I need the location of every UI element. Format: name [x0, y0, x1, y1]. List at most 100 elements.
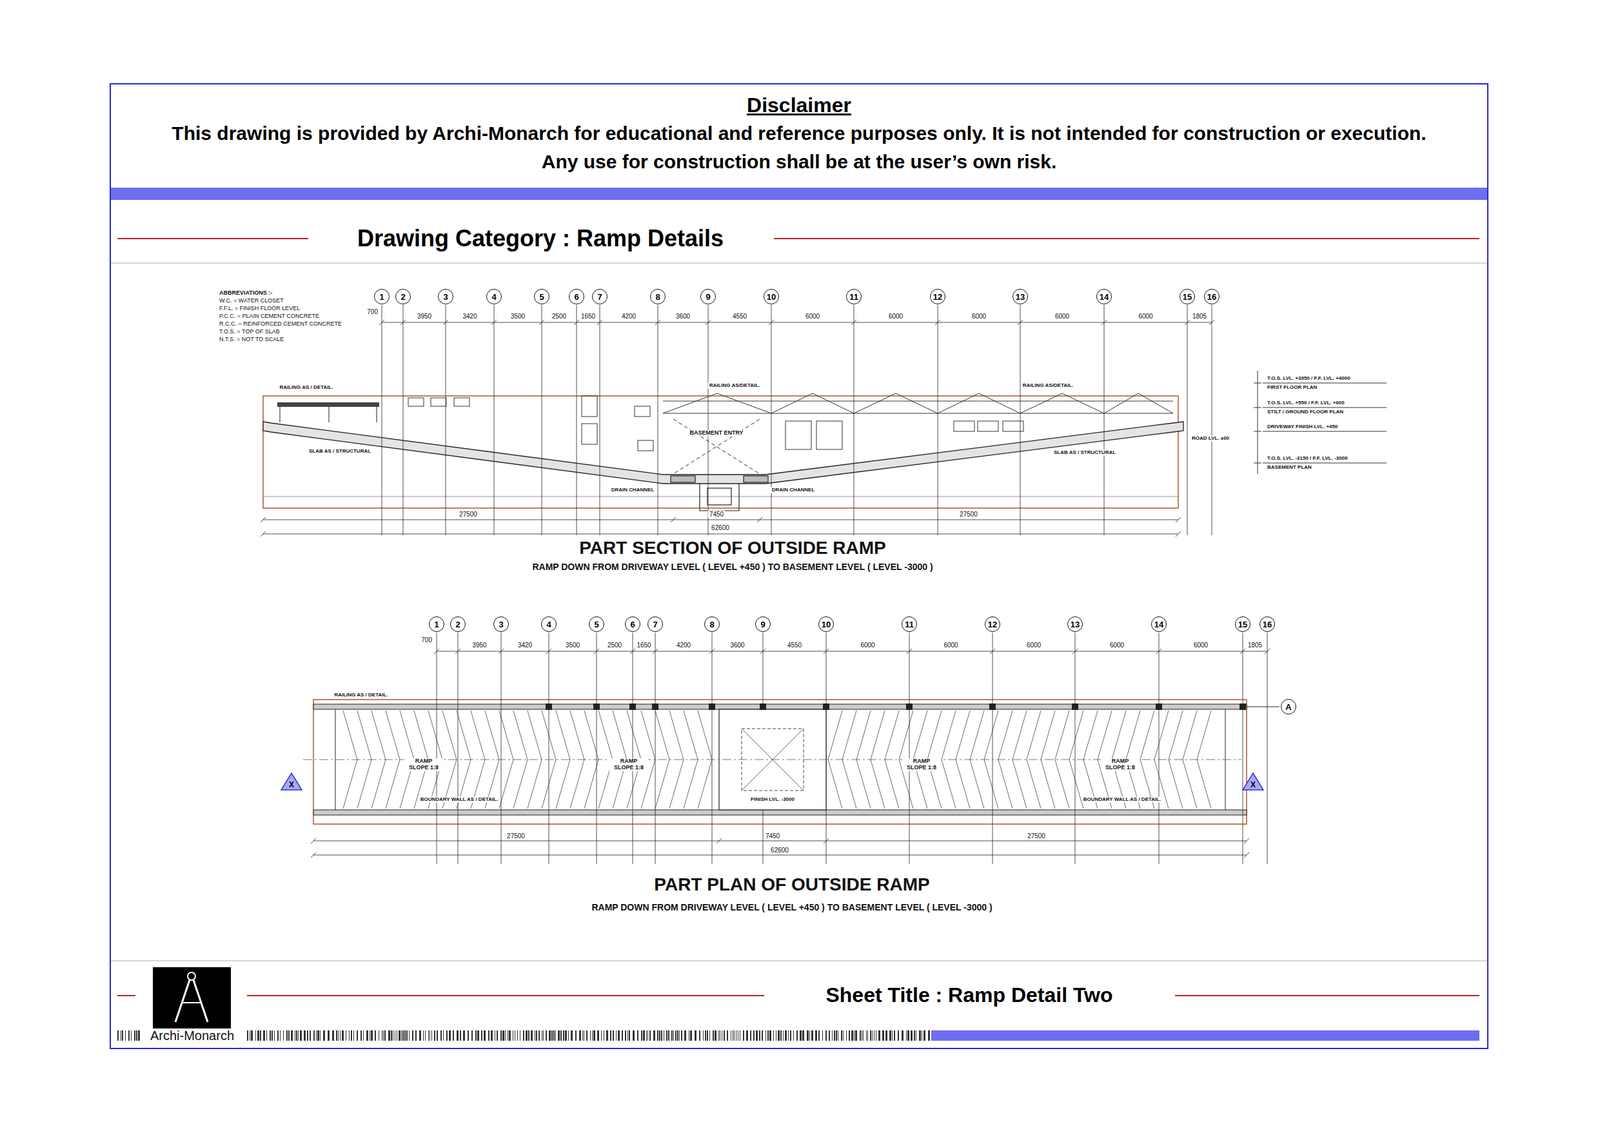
dimension-value: 3600	[730, 641, 745, 649]
dimension-value: 27500	[1026, 832, 1047, 840]
grid-bubble: 4	[541, 616, 557, 633]
grid-bubble: 10	[818, 616, 834, 633]
note-text: BASEMENT ENTRY	[688, 430, 745, 437]
grid-label: 12	[933, 292, 943, 302]
grid-bubble: 12	[984, 616, 1001, 633]
dimension-value: 62600	[710, 524, 731, 532]
grid-label: 2	[400, 292, 405, 302]
grid-label: 14	[1154, 620, 1164, 629]
dimension-value: 62600	[769, 846, 791, 854]
grid-lines	[381, 305, 1268, 865]
grid-bubble: 4	[486, 288, 502, 305]
level-label: BASEMENT PLAN	[1267, 464, 1312, 471]
grid-bubble: 16	[1259, 616, 1275, 633]
grid-label: 1	[379, 292, 384, 302]
grid-label: 5	[593, 620, 599, 629]
dimension-value: 3950	[472, 641, 487, 649]
grid-label: A	[1285, 702, 1292, 712]
grid-label: 9	[760, 620, 765, 629]
grid-bubble: 7	[592, 288, 608, 305]
sheet-title: Sheet Title : Ramp Detail Two	[825, 984, 1113, 1007]
abbreviation-line: ABBREVIATIONS :-	[219, 290, 273, 297]
dimension-value: 2500	[552, 312, 567, 320]
separator	[110, 960, 1488, 962]
ramp-slope-note: RAMP SLOPE 1:8	[1100, 758, 1140, 772]
section-marker: X	[280, 772, 303, 791]
grid-bubble: 8	[704, 616, 720, 633]
grid-label: 16	[1207, 292, 1217, 302]
grid-bubble: 3	[437, 288, 454, 305]
note-text: RAILING AS / DETAIL.	[332, 692, 389, 699]
logo	[152, 967, 231, 1029]
grid-bubble: 14	[1151, 616, 1167, 633]
grid-bubble: 5	[533, 288, 550, 305]
header-band	[110, 187, 1488, 200]
dimension-value: 7450	[764, 832, 781, 840]
note-text: RAILING AS / DETAIL.	[277, 385, 335, 391]
grid-bubble: 11	[901, 616, 918, 633]
dimension-value: 3600	[675, 312, 691, 320]
grid-label: X	[1250, 780, 1256, 789]
grid-bubble: 1	[428, 616, 445, 633]
grid-label: 13	[1070, 620, 1080, 629]
plan-drawing	[313, 699, 1280, 825]
dimension-value: 6000	[1026, 641, 1041, 649]
abbreviation-line: F.F.L. = FINISH FLOOR LEVEL	[219, 305, 300, 313]
separator	[110, 262, 1488, 264]
grid-label: 6	[573, 292, 579, 302]
grid-bubble: 14	[1096, 288, 1112, 305]
dimension-value: 700	[421, 636, 433, 644]
footer-band	[931, 1030, 1480, 1041]
note-text: DRAIN CHANNEL	[770, 487, 817, 494]
grid-label: 11	[849, 292, 859, 302]
dimension-value: 1805	[1247, 641, 1263, 649]
dimension-value: 27500	[958, 510, 979, 518]
level-label: ROAD LVL. ±00	[1190, 435, 1231, 442]
ramp-slope-note: RAMP SLOPE 1:8	[609, 758, 649, 772]
dimension-value: 4550	[787, 641, 802, 649]
grid-label: 5	[539, 292, 544, 302]
disclaimer-panel: DisclaimerThis drawing is provided by Ar…	[110, 83, 1488, 188]
grid-label: 10	[766, 292, 776, 302]
disclaimer-text: This drawing is provided by Archi-Monarc…	[157, 119, 1441, 177]
sheet-frame	[110, 83, 1488, 1049]
grid-bubble: 9	[755, 616, 771, 633]
level-label: FIRST FLOOR PLAN	[1267, 385, 1317, 391]
dimension-value: 2500	[607, 641, 622, 649]
note-text: RAILING AS/DETAIL.	[1021, 383, 1076, 389]
grid-label: 7	[652, 620, 658, 629]
grid-bubble: 6	[624, 616, 641, 633]
level-label: T.O.S. LVL. +3950 / F.F. LVL. +4000	[1267, 375, 1351, 382]
dimension-value: 4200	[676, 641, 691, 649]
drawing-subtitle: RAMP DOWN FROM DRIVEWAY LEVEL ( LEVEL +4…	[590, 902, 994, 913]
abbreviation-line: N.T.S. = NOT TO SCALE	[219, 336, 284, 344]
grid-bubble: 5	[588, 616, 605, 633]
dimension-value: 6000	[1109, 641, 1125, 649]
level-label: STILT / GROUND FLOOR PLAN	[1267, 409, 1344, 416]
grid-bubble: 10	[763, 288, 780, 305]
dimension-value: 27500	[505, 832, 527, 840]
note-text: RAILING AS/DETAIL.	[708, 383, 762, 389]
grid-bubble: 7	[647, 616, 663, 633]
dimension-value: 4550	[732, 312, 747, 320]
category-title: Drawing Category : Ramp Details	[357, 225, 724, 252]
title-rules	[117, 238, 1480, 996]
dimension-value: 1650	[636, 641, 651, 649]
dimension-value: 6000	[805, 312, 820, 320]
grid-label: 1	[434, 620, 439, 629]
grid-label: 2	[455, 620, 460, 629]
dimension-value: 6000	[971, 312, 987, 320]
grid-bubble: 6	[568, 288, 585, 305]
grid-bubble: 13	[1012, 288, 1028, 305]
grid-bubble: 15	[1179, 288, 1196, 305]
grid-bubble: A	[1280, 699, 1297, 715]
grid-bubble: 9	[700, 288, 716, 305]
grid-label: 12	[987, 620, 998, 629]
dimension-value: 4200	[621, 312, 636, 320]
dimension-value: 700	[366, 308, 378, 316]
note-text: BOUNDARY WALL AS / DETAIL.	[1082, 797, 1163, 803]
drawing-subtitle: RAMP DOWN FROM DRIVEWAY LEVEL ( LEVEL +4…	[530, 562, 934, 573]
ramp-slope-note: RAMP SLOPE 1:8	[902, 758, 941, 772]
grid-label: 6	[630, 620, 635, 629]
grid-label: 11	[904, 620, 914, 629]
